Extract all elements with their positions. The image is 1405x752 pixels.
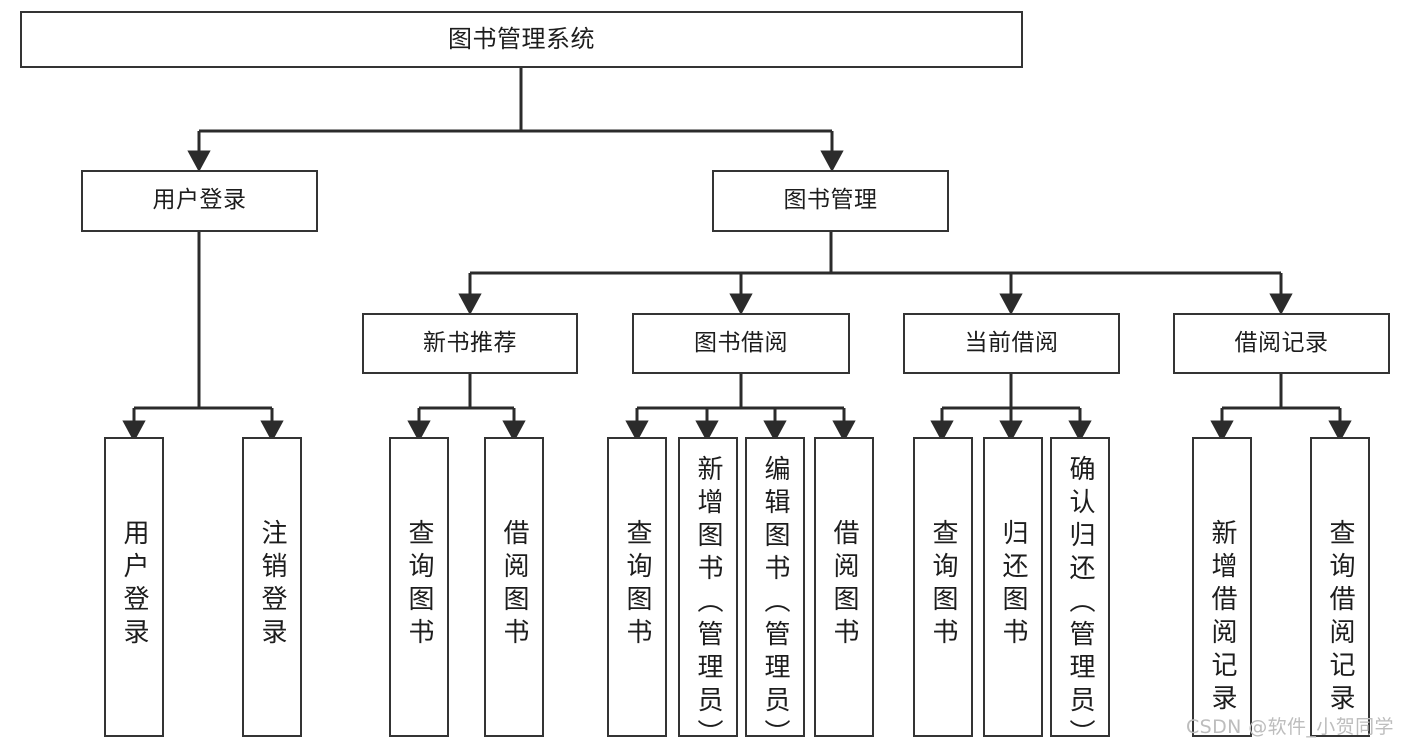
leaf-recommend-borrow-book[interactable]: 借阅图书 [484,437,544,737]
node-book-management[interactable]: 图书管理 [712,170,949,232]
node-label: 当前借阅 [964,329,1059,356]
node-label: 借阅图书 [499,519,529,651]
node-label: 新增图书（管理员） [693,455,723,752]
leaf-current-query-book[interactable]: 查询图书 [913,437,973,737]
node-label: 新书推荐 [423,329,517,356]
leaf-current-return-book[interactable]: 归还图书 [983,437,1043,737]
node-label: 归还图书 [998,519,1028,651]
node-label: 用户登录 [119,519,149,651]
node-current-borrow[interactable]: 当前借阅 [903,313,1120,374]
leaf-record-add-record[interactable]: 新增借阅记录 [1192,437,1252,737]
node-label: 确认归还（管理员） [1065,455,1095,752]
leaf-borrow-edit-book-admin[interactable]: 编辑图书（管理员） [745,437,805,752]
node-label: 借阅记录 [1234,329,1329,356]
node-label: 查询图书 [404,519,434,651]
node-label: 用户登录 [152,187,247,214]
leaf-borrow-add-book-admin[interactable]: 新增图书（管理员） [678,437,738,752]
node-label: 图书借阅 [694,329,788,356]
leaf-current-confirm-return-admin[interactable]: 确认归还（管理员） [1050,437,1110,752]
node-label: 编辑图书（管理员） [760,455,790,752]
node-root-system[interactable]: 图书管理系统 [20,11,1023,68]
leaf-recommend-query-book[interactable]: 查询图书 [389,437,449,737]
leaf-borrow-borrow-book[interactable]: 借阅图书 [814,437,874,737]
node-label: 查询借阅记录 [1325,519,1355,717]
leaf-borrow-query-book[interactable]: 查询图书 [607,437,667,737]
node-new-book-recommend[interactable]: 新书推荐 [362,313,578,374]
node-label: 新增借阅记录 [1207,519,1237,717]
node-label: 查询图书 [622,519,652,651]
node-book-borrow[interactable]: 图书借阅 [632,313,850,374]
node-label: 注销登录 [257,519,287,651]
node-label: 图书管理系统 [448,25,595,54]
node-label: 图书管理 [783,187,878,214]
leaf-user-login-login[interactable]: 用户登录 [104,437,164,737]
node-user-login[interactable]: 用户登录 [81,170,318,232]
node-label: 借阅图书 [829,519,859,651]
leaf-record-query-record[interactable]: 查询借阅记录 [1310,437,1370,737]
node-borrow-record[interactable]: 借阅记录 [1173,313,1390,374]
node-label: 查询图书 [928,519,958,651]
leaf-user-login-logout[interactable]: 注销登录 [242,437,302,737]
